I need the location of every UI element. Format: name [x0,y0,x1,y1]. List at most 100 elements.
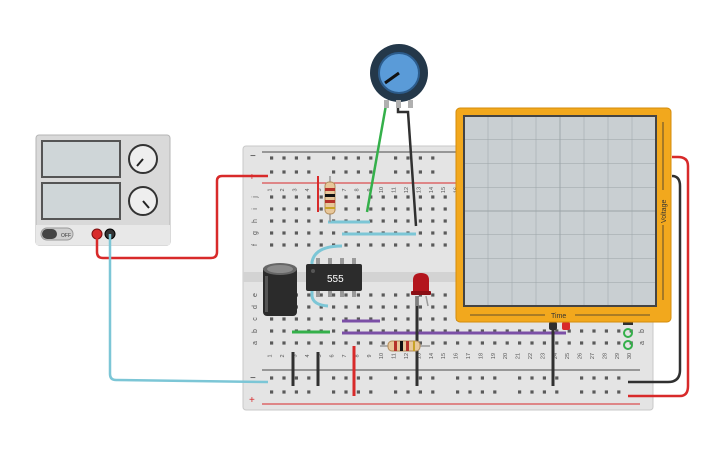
rail-hole[interactable] [555,390,559,394]
terminal-hole[interactable] [418,219,422,223]
terminal-hole[interactable] [356,195,360,199]
terminal-hole[interactable] [332,231,336,235]
capacitor[interactable] [263,263,297,316]
rail-hole[interactable] [282,390,286,394]
wire-scope-probe-red[interactable] [628,155,690,398]
terminal-hole[interactable] [567,329,571,333]
terminal-hole[interactable] [418,195,422,199]
terminal-hole[interactable] [406,219,410,223]
terminal-hole[interactable] [468,341,472,345]
terminal-hole[interactable] [468,329,472,333]
terminal-hole[interactable] [530,329,534,333]
terminal-hole[interactable] [270,341,274,345]
terminal-hole[interactable] [381,207,385,211]
terminal-hole[interactable] [307,293,311,297]
terminal-hole[interactable] [406,195,410,199]
power-supply[interactable]: OFF [35,134,171,246]
terminal-hole[interactable] [270,231,274,235]
terminal-hole[interactable] [443,219,447,223]
rail-hole[interactable] [307,390,311,394]
terminal-hole[interactable] [319,195,323,199]
terminal-hole[interactable] [356,207,360,211]
rail-hole[interactable] [617,390,621,394]
rail-hole[interactable] [356,390,360,394]
rail-hole[interactable] [332,156,336,160]
rail-hole[interactable] [530,390,534,394]
terminal-hole[interactable] [418,341,422,345]
rail-hole[interactable] [270,376,274,380]
rail-hole[interactable] [394,376,398,380]
terminal-hole[interactable] [282,195,286,199]
terminal-hole[interactable] [431,305,435,309]
terminal-hole[interactable] [294,317,298,321]
terminal-hole[interactable] [319,317,323,321]
terminal-hole[interactable] [418,231,422,235]
rail-hole[interactable] [282,376,286,380]
rail-hole[interactable] [418,390,422,394]
rail-hole[interactable] [394,156,398,160]
terminal-hole[interactable] [307,317,311,321]
terminal-hole[interactable] [555,329,559,333]
terminal-hole[interactable] [443,195,447,199]
terminal-hole[interactable] [394,305,398,309]
rail-hole[interactable] [356,156,360,160]
rail-hole[interactable] [369,156,373,160]
rail-hole[interactable] [369,390,373,394]
terminal-hole[interactable] [282,207,286,211]
terminal-hole[interactable] [505,329,509,333]
rail-hole[interactable] [294,390,298,394]
rail-hole[interactable] [332,376,336,380]
rail-hole[interactable] [282,156,286,160]
terminal-hole[interactable] [332,329,336,333]
terminal-hole[interactable] [443,317,447,321]
terminal-hole[interactable] [381,329,385,333]
terminal-hole[interactable] [381,341,385,345]
rail-hole[interactable] [592,376,596,380]
terminal-hole[interactable] [307,305,311,309]
rail-hole[interactable] [431,376,435,380]
terminal-hole[interactable] [319,231,323,235]
terminal-hole[interactable] [592,341,596,345]
terminal-hole[interactable] [431,341,435,345]
terminal-hole[interactable] [418,305,422,309]
rail-hole[interactable] [580,376,584,380]
terminal-hole[interactable] [307,231,311,235]
terminal-hole[interactable] [369,219,373,223]
wire-pot-black[interactable] [396,105,418,227]
terminal-hole[interactable] [431,293,435,297]
terminal-hole[interactable] [344,317,348,321]
terminal-hole[interactable] [294,243,298,247]
terminal-hole[interactable] [282,317,286,321]
terminal-hole[interactable] [431,207,435,211]
rail-hole[interactable] [418,156,422,160]
terminal-hole[interactable] [294,231,298,235]
rail-hole[interactable] [431,390,435,394]
rail-hole[interactable] [468,376,472,380]
current-knob[interactable] [128,186,158,216]
terminal-hole[interactable] [307,219,311,223]
terminal-hole[interactable] [270,207,274,211]
terminal-hole[interactable] [356,305,360,309]
terminal-hole[interactable] [418,207,422,211]
rail-hole[interactable] [580,390,584,394]
rail-hole[interactable] [493,376,497,380]
terminal-hole[interactable] [580,329,584,333]
terminal-hole[interactable] [381,195,385,199]
terminal-hole[interactable] [394,219,398,223]
rail-hole[interactable] [294,376,298,380]
wires[interactable] [95,104,690,398]
rail-hole[interactable] [344,156,348,160]
terminal-hole[interactable] [394,317,398,321]
rail-hole[interactable] [394,390,398,394]
rail-hole[interactable] [406,156,410,160]
terminal-hole[interactable] [294,207,298,211]
terminal-hole[interactable] [270,243,274,247]
terminal-hole[interactable] [369,243,373,247]
terminal-hole[interactable] [294,219,298,223]
terminal-hole[interactable] [530,341,534,345]
terminal-hole[interactable] [381,317,385,321]
terminal-hole[interactable] [592,329,596,333]
terminal-hole[interactable] [443,293,447,297]
rail-hole[interactable] [468,390,472,394]
